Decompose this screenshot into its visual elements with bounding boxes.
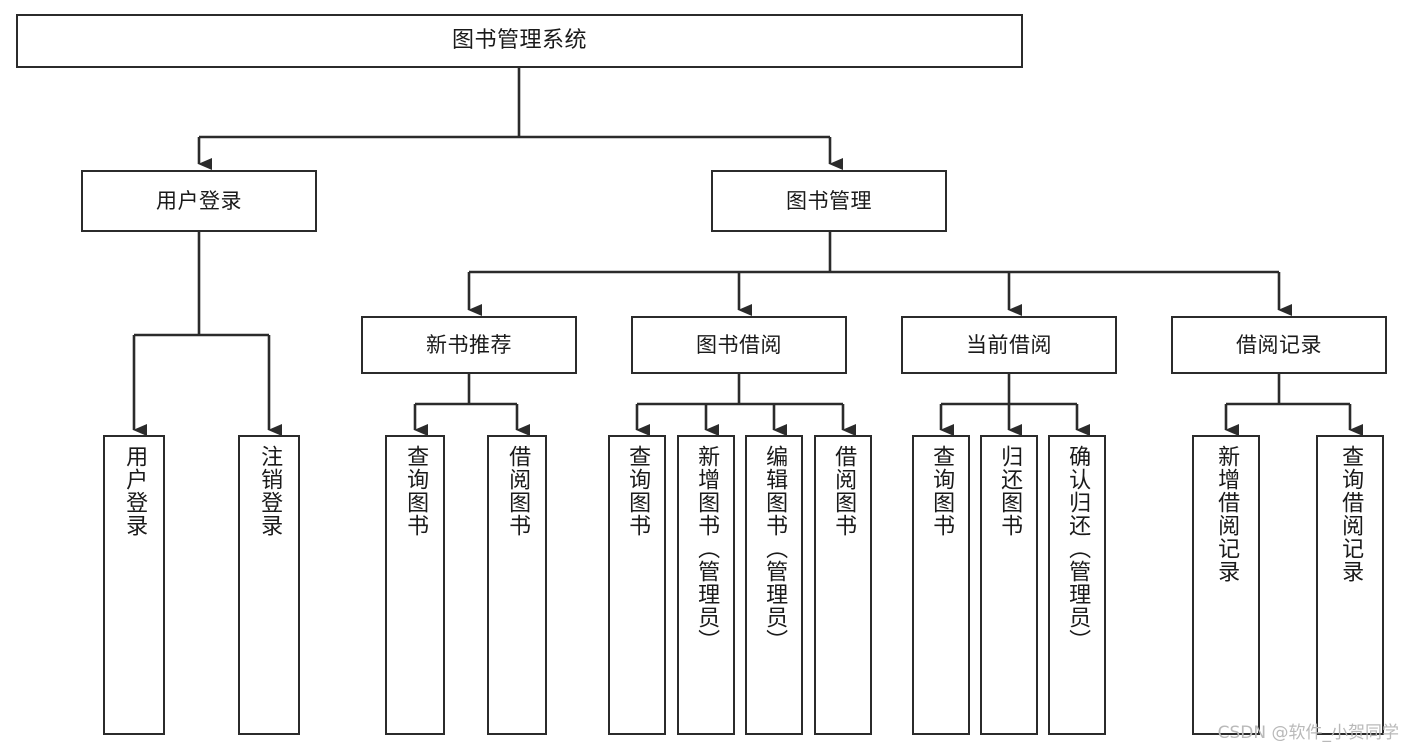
node-leaf-new-book-query-label: 查询图书 bbox=[403, 445, 429, 537]
node-user-login-label: 用户登录 bbox=[156, 188, 242, 213]
node-leaf-return-book[interactable]: 归还图书 bbox=[980, 435, 1038, 735]
node-leaf-add-book-admin-label: 新增图书（管理员） bbox=[694, 445, 720, 652]
node-leaf-logout[interactable]: 注销登录 bbox=[238, 435, 300, 735]
node-leaf-new-book-borrow[interactable]: 借阅图书 bbox=[487, 435, 547, 735]
node-leaf-current-query-book-label: 查询图书 bbox=[929, 445, 955, 537]
node-root-system-label: 图书管理系统 bbox=[451, 28, 587, 54]
node-leaf-query-borrow-record-label: 查询借阅记录 bbox=[1338, 445, 1364, 583]
node-user-login[interactable]: 用户登录 bbox=[81, 170, 317, 232]
node-new-book-recommend[interactable]: 新书推荐 bbox=[361, 316, 577, 374]
node-leaf-user-login[interactable]: 用户登录 bbox=[103, 435, 165, 735]
node-leaf-borrow-book[interactable]: 借阅图书 bbox=[814, 435, 872, 735]
node-leaf-borrow-query-book[interactable]: 查询图书 bbox=[608, 435, 666, 735]
node-book-management[interactable]: 图书管理 bbox=[711, 170, 947, 232]
node-borrow-record[interactable]: 借阅记录 bbox=[1171, 316, 1387, 374]
node-leaf-borrow-query-book-label: 查询图书 bbox=[625, 445, 651, 537]
node-leaf-new-book-query[interactable]: 查询图书 bbox=[385, 435, 445, 735]
node-leaf-confirm-return-admin[interactable]: 确认归还（管理员） bbox=[1048, 435, 1106, 735]
node-leaf-logout-label: 注销登录 bbox=[257, 445, 283, 537]
node-borrow-record-label: 借阅记录 bbox=[1236, 332, 1322, 357]
node-leaf-edit-book-admin-label: 编辑图书（管理员） bbox=[762, 445, 788, 652]
node-leaf-confirm-return-admin-label: 确认归还（管理员） bbox=[1065, 445, 1091, 652]
node-current-borrow[interactable]: 当前借阅 bbox=[901, 316, 1117, 374]
node-book-borrow-label: 图书借阅 bbox=[696, 332, 782, 357]
node-leaf-return-book-label: 归还图书 bbox=[997, 445, 1023, 537]
node-leaf-add-book-admin[interactable]: 新增图书（管理员） bbox=[677, 435, 735, 735]
node-leaf-add-borrow-record-label: 新增借阅记录 bbox=[1214, 445, 1240, 583]
node-book-management-label: 图书管理 bbox=[786, 188, 872, 213]
csdn-watermark: CSDN @软件_小贺同学 bbox=[1217, 723, 1399, 743]
node-leaf-edit-book-admin[interactable]: 编辑图书（管理员） bbox=[745, 435, 803, 735]
node-book-borrow[interactable]: 图书借阅 bbox=[631, 316, 847, 374]
node-leaf-current-query-book[interactable]: 查询图书 bbox=[912, 435, 970, 735]
node-root-system[interactable]: 图书管理系统 bbox=[16, 14, 1023, 68]
node-current-borrow-label: 当前借阅 bbox=[966, 332, 1052, 357]
node-leaf-borrow-book-label: 借阅图书 bbox=[831, 445, 857, 537]
node-leaf-query-borrow-record[interactable]: 查询借阅记录 bbox=[1316, 435, 1384, 735]
node-leaf-add-borrow-record[interactable]: 新增借阅记录 bbox=[1192, 435, 1260, 735]
node-leaf-new-book-borrow-label: 借阅图书 bbox=[505, 445, 531, 537]
node-new-book-recommend-label: 新书推荐 bbox=[426, 332, 512, 357]
node-leaf-user-login-label: 用户登录 bbox=[122, 445, 148, 537]
